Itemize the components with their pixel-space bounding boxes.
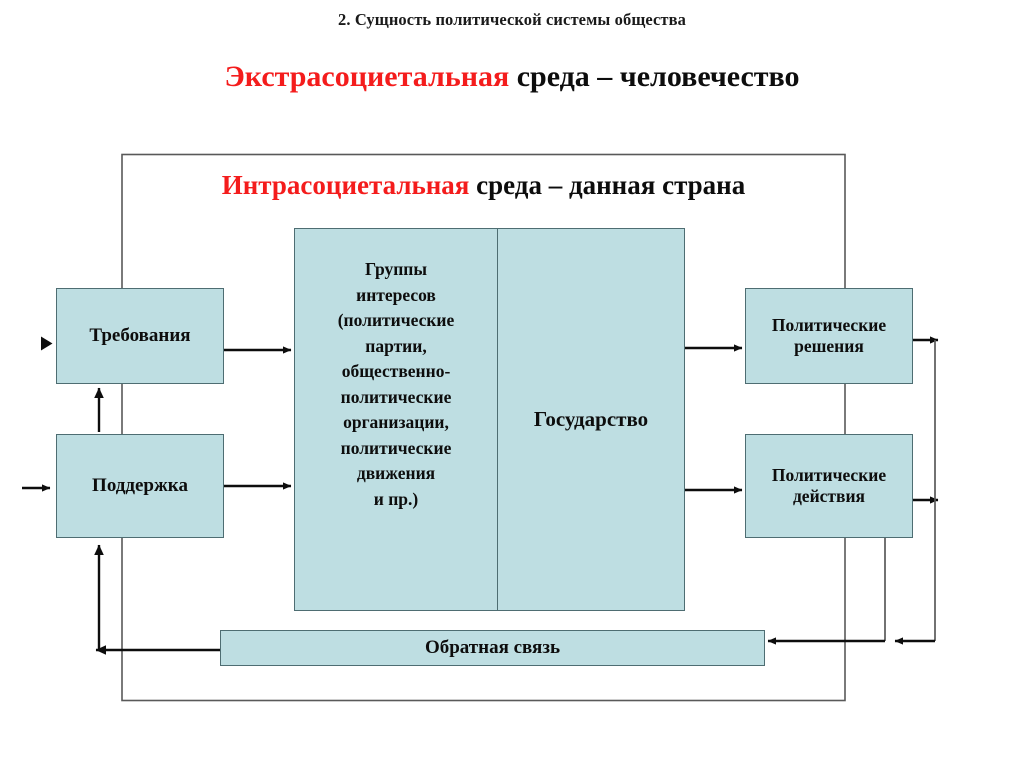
extrasocietal-title: Экстрасоциетальная среда – человечество (0, 60, 1024, 94)
intrasocietal-title-emphasis: Интрасоциетальная (221, 170, 470, 200)
slide-heading: 2. Сущность политической системы обществ… (338, 10, 686, 29)
node-demands[interactable]: Требования (56, 288, 224, 384)
node-support-label: Поддержка (92, 474, 188, 496)
node-interest-groups[interactable]: Группы интересов (политические партии, о… (295, 229, 498, 610)
node-political-decisions-label: Политические решения (771, 315, 887, 356)
node-interest-groups-label: Группы интересов (политические партии, о… (337, 259, 455, 509)
intrasocietal-title: Интрасоциетальная среда – данная страна (122, 170, 845, 201)
extrasocietal-title-emphasis: Экстрасоциетальная (224, 60, 510, 93)
intrasocietal-boundary (121, 153, 846, 702)
node-demands-label: Требования (89, 324, 191, 346)
node-state[interactable]: Государство (498, 229, 684, 610)
node-feedback-label: Обратная связь (424, 636, 561, 658)
extrasocietal-title-rest: среда – человечество (509, 60, 800, 93)
node-state-label: Государство (533, 407, 649, 431)
node-political-actions[interactable]: Политические действия (745, 434, 913, 538)
node-support[interactable]: Поддержка (56, 434, 224, 538)
node-political-decisions[interactable]: Политические решения (745, 288, 913, 384)
node-political-actions-label: Политические действия (771, 465, 887, 506)
node-political-system-core: Группы интересов (политические партии, о… (294, 228, 685, 611)
intrasocietal-title-rest: среда – данная страна (469, 170, 746, 200)
input-arrow-demands (41, 336, 53, 351)
node-feedback[interactable]: Обратная связь (220, 630, 765, 666)
